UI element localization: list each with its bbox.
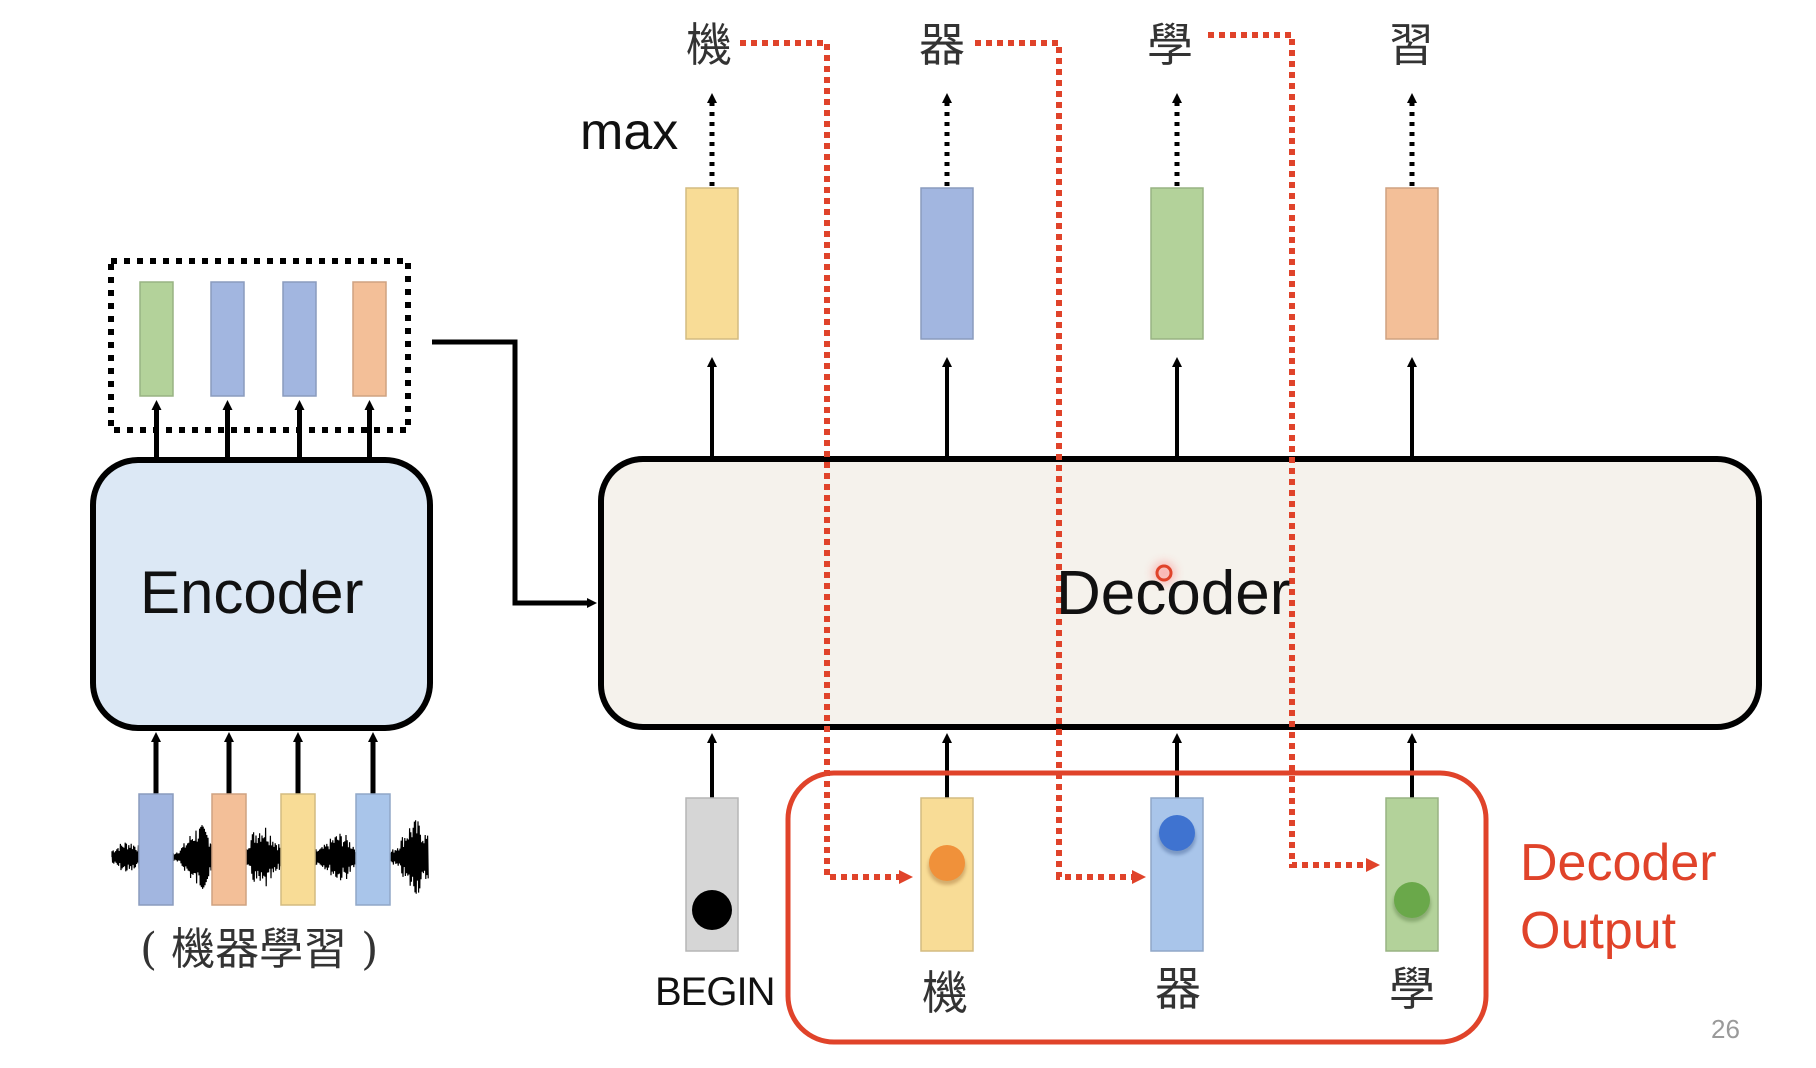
decoder-input-vector-4	[1385, 797, 1439, 952]
encoder-output-vector-2	[210, 281, 245, 397]
decoder-output-distribution-3	[1150, 187, 1204, 340]
page-number: 26	[1711, 1014, 1740, 1044]
annotation-line-2: Output	[1520, 901, 1677, 960]
output-token-2: 器	[919, 18, 965, 72]
encoder-to-decoder-connector	[432, 339, 597, 608]
encoder-label: Encoder	[140, 559, 364, 626]
decoder-output-annotation: Decoder Output	[1520, 830, 1717, 965]
decoder-block	[598, 456, 1762, 730]
decoder-output-distribution-4	[1385, 187, 1439, 340]
output-token-4: 習	[1388, 18, 1434, 72]
encoder-output-vector-4	[352, 281, 387, 397]
encoder-input-vector-1	[138, 793, 174, 906]
input-token-2: 器	[1155, 962, 1201, 1016]
encoder-output-vector-3	[282, 281, 317, 397]
encoder-output-group-box	[108, 258, 411, 433]
input-token-3: 學	[1389, 962, 1435, 1016]
encoder-block	[90, 457, 433, 731]
max-label: max	[580, 103, 679, 161]
feedback-path-1	[740, 40, 913, 884]
decoder-output-distribution-2	[920, 187, 974, 340]
decoder-output-distribution-1	[685, 187, 739, 340]
input-token-1: 機	[922, 966, 968, 1020]
feedback-path-3	[1208, 32, 1380, 872]
one-hot-dot-2	[929, 845, 965, 881]
decoder-output-highlight-box	[785, 770, 1489, 1045]
feedback-path-2	[975, 40, 1146, 884]
one-hot-dot-1	[692, 890, 732, 930]
encoder-output-vector-1	[139, 281, 174, 397]
encoder-input-vector-4	[355, 793, 391, 906]
begin-token-label: BEGIN	[655, 970, 775, 1014]
one-hot-dot-4	[1394, 882, 1430, 918]
output-token-1: 機	[686, 18, 732, 72]
encoder-input-vector-3	[280, 793, 316, 906]
laser-pointer-dot	[1153, 562, 1175, 584]
decoder-label: Decoder	[1056, 559, 1291, 628]
annotation-line-1: Decoder	[1520, 834, 1717, 892]
encoder-input-caption: ( 機器學習 )	[140, 924, 379, 975]
one-hot-dot-3	[1159, 815, 1195, 851]
encoder-input-vector-2	[211, 793, 247, 906]
output-token-3: 學	[1147, 18, 1193, 72]
